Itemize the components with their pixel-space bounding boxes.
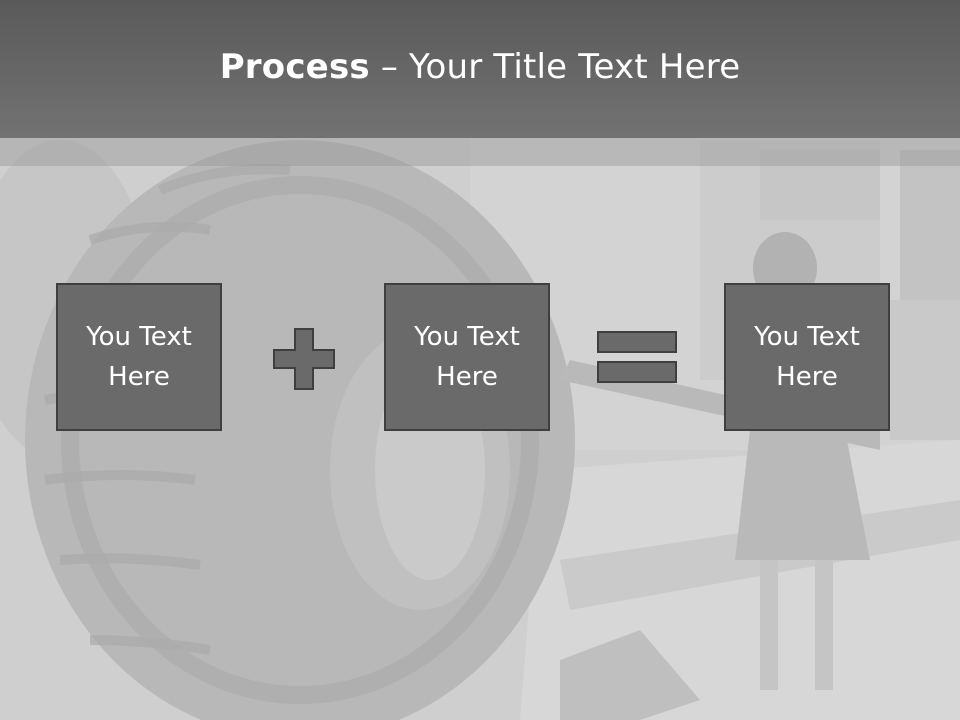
process-box-1[interactable]: You Text Here	[56, 283, 222, 431]
title-rest: – Your Title Text Here	[369, 47, 741, 87]
process-box-2[interactable]: You Text Here	[384, 283, 550, 431]
process-box-3[interactable]: You Text Here	[724, 283, 890, 431]
title-shadow-band	[0, 138, 960, 166]
equals-icon	[597, 331, 677, 383]
title-bar: Process – Your Title Text Here	[0, 0, 960, 138]
plus-icon	[273, 328, 335, 390]
title-bold: Process	[219, 47, 370, 87]
slide-title: Process – Your Title Text Here	[220, 47, 741, 87]
